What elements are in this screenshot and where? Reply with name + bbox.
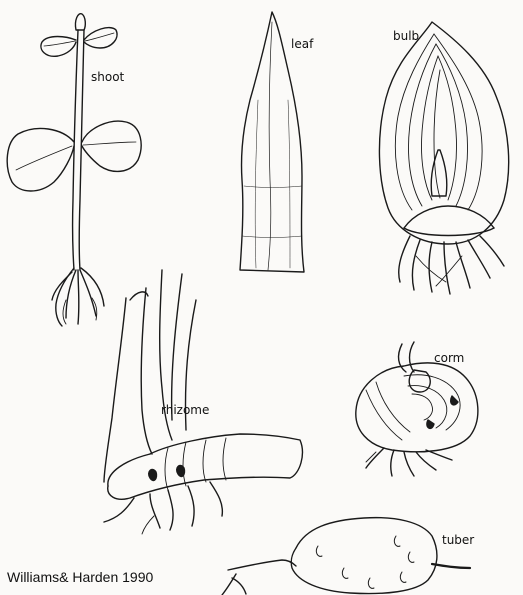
- label-bulb: bulb: [393, 29, 419, 43]
- leaf-drawing: [240, 12, 304, 272]
- label-corm: corm: [434, 351, 464, 365]
- image-credit: Williams& Harden 1990: [7, 569, 153, 585]
- label-shoot: shoot: [91, 70, 125, 84]
- label-rhizome: rhizome: [161, 403, 209, 417]
- bulb-drawing: [379, 22, 508, 294]
- label-tuber: tuber: [442, 533, 474, 547]
- shoot-drawing: [7, 14, 141, 326]
- tuber-drawing: [222, 518, 470, 595]
- rhizome-drawing: [104, 270, 302, 534]
- label-leaf: leaf: [291, 37, 314, 51]
